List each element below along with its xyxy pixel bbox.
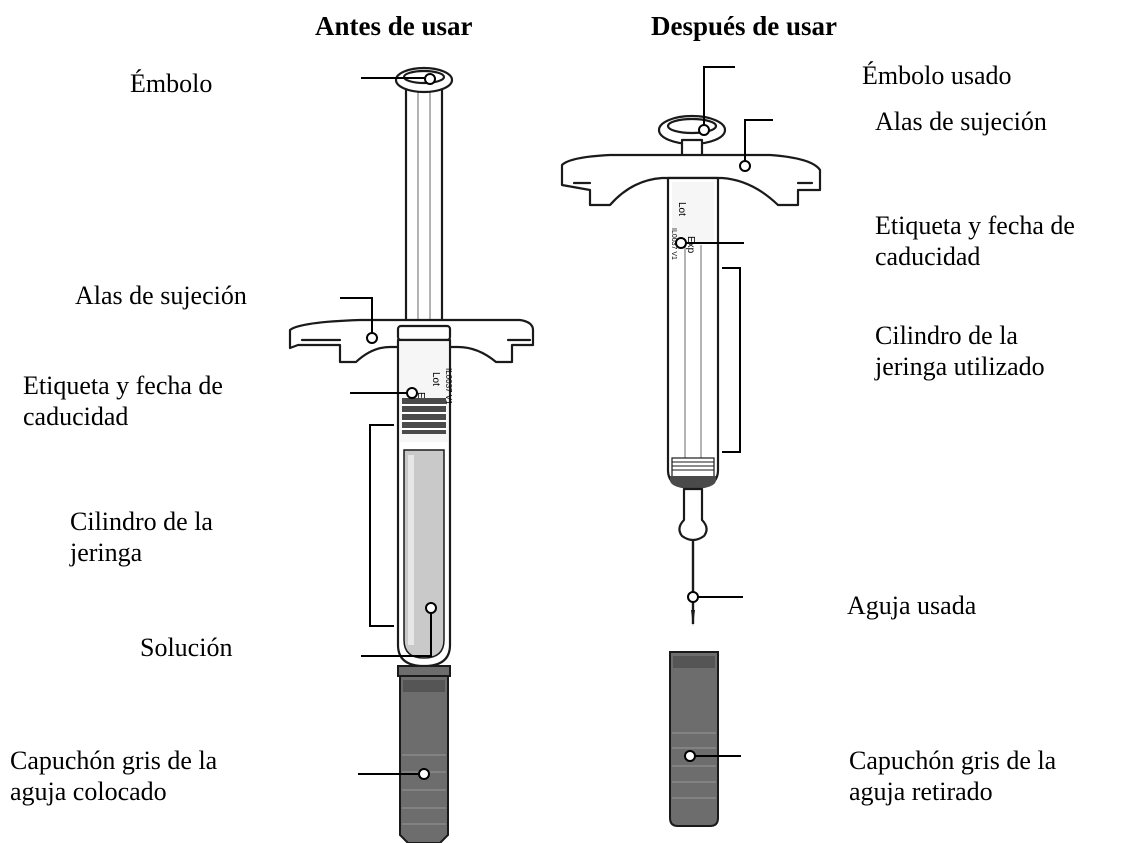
- label-label-expiry-line1: Etiqueta y fecha de: [23, 371, 223, 400]
- label-label-expiry-line2: caducidad: [23, 402, 129, 432]
- plunger-head: [394, 66, 454, 94]
- label-cap-on-line1: Capuchón gris de la: [10, 746, 218, 775]
- label-cap-off-line1: Capuchón gris de la: [849, 746, 1057, 775]
- label-used-barrel-line1: Cilindro de la: [875, 321, 1018, 350]
- plunger-rod: [404, 83, 444, 332]
- syringe-before: Lot IL0037 V1 Exp: [288, 66, 535, 843]
- leaders-after: [675, 66, 773, 762]
- syringe-after: Lot Exp IL0037 V1: [560, 114, 822, 827]
- label-finger-grips-after: Alas de sujeción: [875, 107, 1047, 136]
- label-finger-grips: Alas de sujeción: [75, 281, 247, 310]
- syringe-print-code-after: IL0037 V1: [670, 228, 677, 260]
- label-cap-on: Capuchón gris de la aguja colocado: [10, 745, 217, 807]
- needle-hub: [678, 487, 708, 542]
- heading-before-use: Antes de usar: [315, 11, 473, 41]
- syringe-print-lot: Lot: [430, 372, 441, 386]
- label-plunger: Émbolo: [130, 69, 213, 98]
- syringe-print-exp-after: Exp: [685, 236, 696, 254]
- needle-cap-off: [669, 651, 719, 827]
- label-cap-off: Capuchón gris de la aguja retirado: [849, 745, 1056, 807]
- heading-after-use: Después de usar: [651, 11, 838, 41]
- needle-cap-on: [399, 675, 449, 843]
- label-used-needle: Aguja usada: [847, 591, 977, 620]
- label-solution: Solución: [140, 633, 233, 662]
- label-cap-off-line2: aguja retirado: [849, 777, 993, 807]
- label-syringe-barrel: Cilindro de la jeringa: [70, 506, 213, 568]
- syringe-print-lot-after: Lot: [676, 202, 687, 216]
- label-cap-on-line2: aguja colocado: [10, 777, 167, 807]
- label-used-barrel-line2: jeringa utilizado: [875, 352, 1045, 382]
- finger-grips-after: [560, 153, 822, 207]
- label-used-plunger: Émbolo usado: [862, 61, 1012, 90]
- leaders-before: [340, 73, 437, 780]
- label-label-expiry: Etiqueta y fecha de caducidad: [23, 370, 223, 432]
- label-used-barrel: Cilindro de la jeringa utilizado: [875, 320, 1045, 382]
- label-syringe-barrel-line2: jeringa: [70, 538, 143, 568]
- label-label-expiry-after: Etiqueta y fecha de caducidad: [875, 210, 1075, 272]
- label-syringe-barrel-line1: Cilindro de la: [70, 507, 213, 536]
- syringe-print-code: IL0037 V1: [444, 368, 453, 405]
- used-plunger-stopper: [670, 476, 716, 489]
- label-label-expiry-after-line2: caducidad: [875, 242, 981, 272]
- label-label-expiry-after-line1: Etiqueta y fecha de: [875, 211, 1075, 240]
